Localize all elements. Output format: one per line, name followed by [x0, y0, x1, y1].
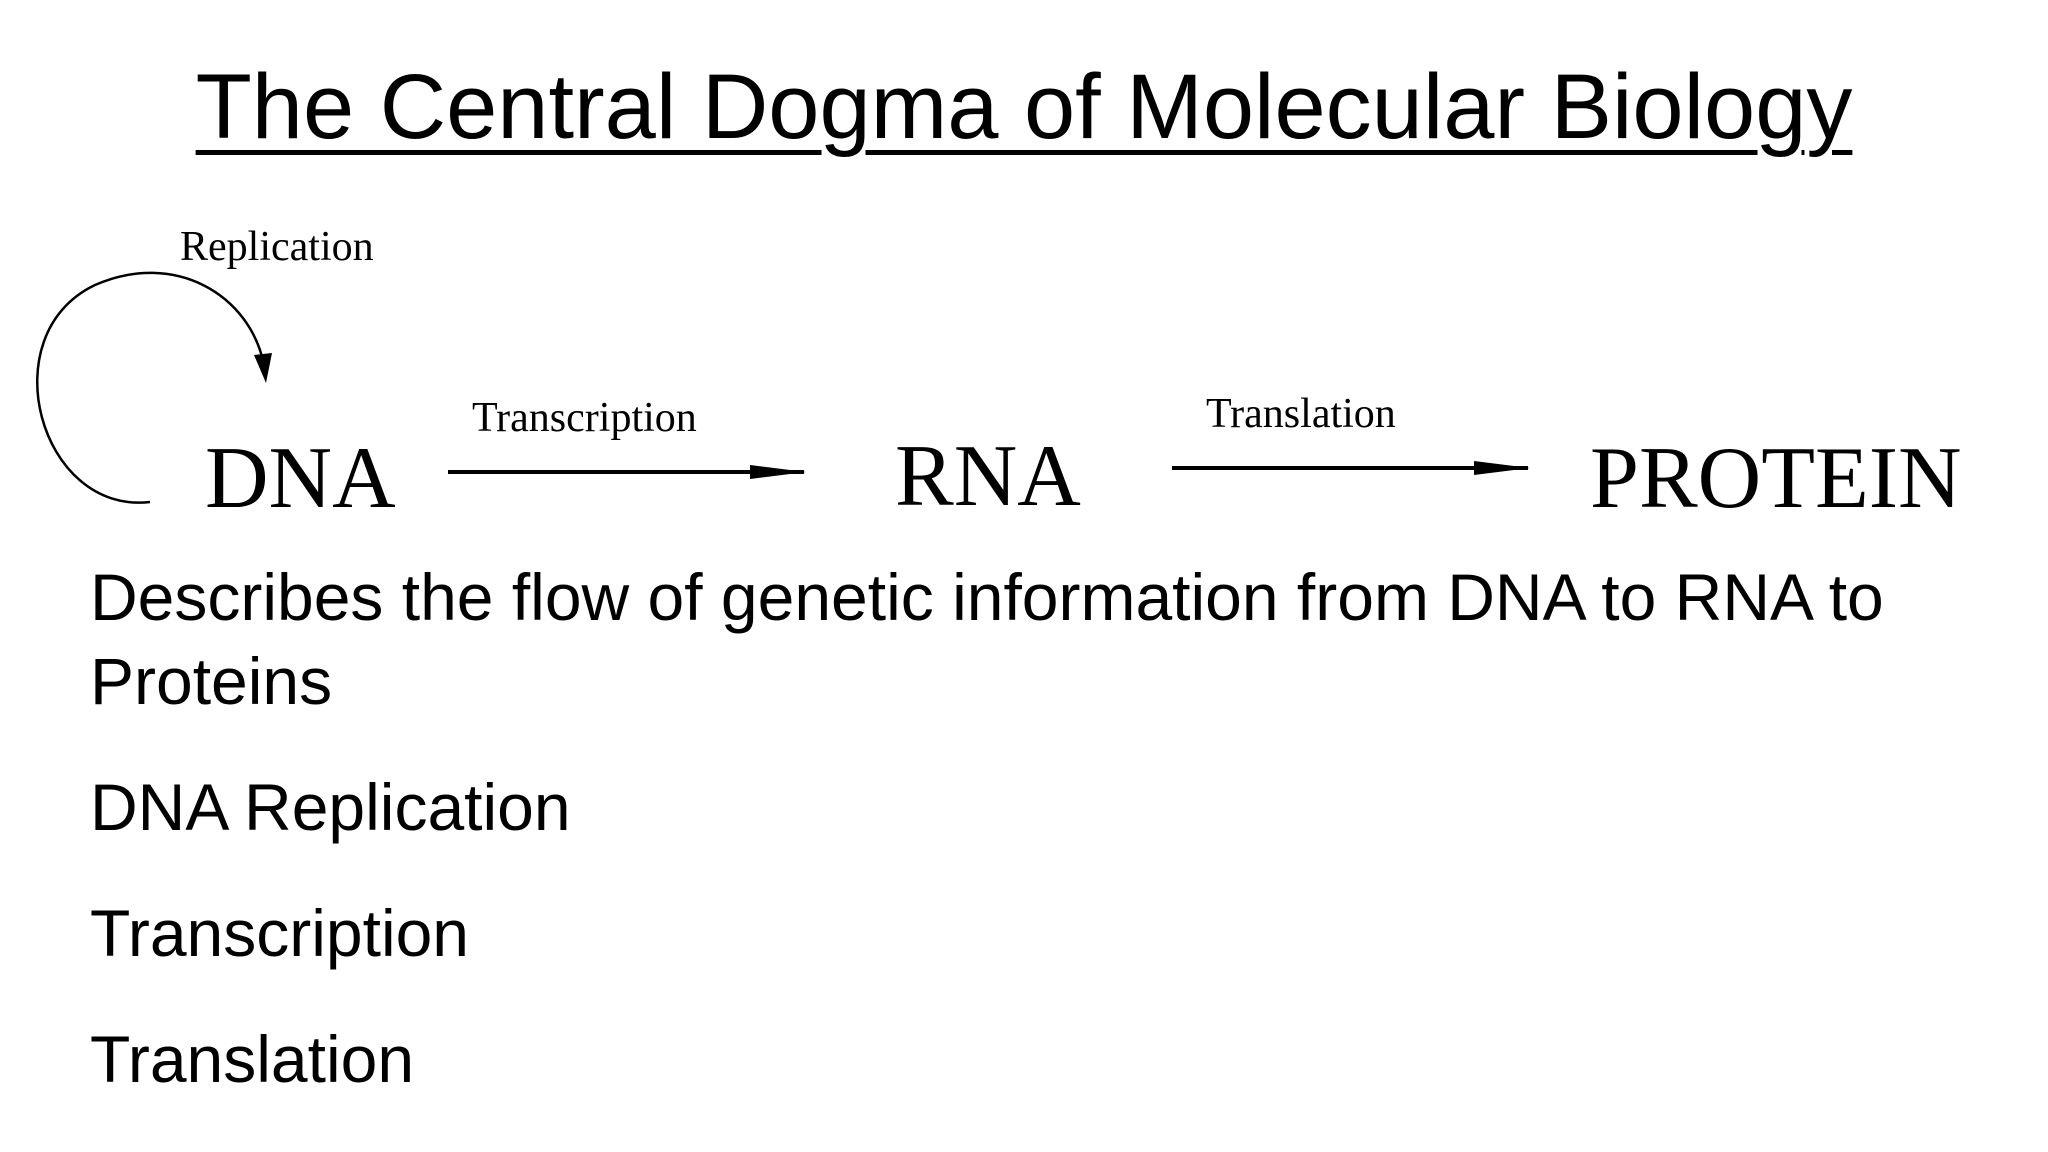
translation-label: Translation — [1206, 391, 1396, 437]
protein-node: PROTEIN — [1590, 430, 1962, 527]
central-dogma-diagram: Replication DNA RNA PROTEIN Transcriptio… — [0, 215, 2048, 535]
replication-arrowhead — [254, 353, 272, 383]
bullet-item: Translation — [90, 1022, 415, 1096]
replication-label: Replication — [180, 224, 374, 270]
transcription-arrowhead — [750, 465, 806, 479]
bullet-item: Describes the flow of genetic informatio… — [90, 560, 1884, 718]
diagram-canvas: Replication DNA RNA PROTEIN Transcriptio… — [35, 224, 1962, 527]
dna-node: DNA — [205, 430, 396, 527]
bullet-item: Transcription — [90, 896, 470, 970]
bullet-list: Describes the flow of genetic informatio… — [90, 555, 2020, 1143]
bullet-item: DNA Replication — [90, 770, 571, 844]
transcription-label: Transcription — [472, 395, 697, 441]
replication-arrow — [35, 271, 266, 504]
translation-arrowhead — [1474, 461, 1530, 475]
slide-title: The Central Dogma of Molecular Biology — [195, 56, 1853, 158]
rna-node: RNA — [895, 428, 1081, 525]
